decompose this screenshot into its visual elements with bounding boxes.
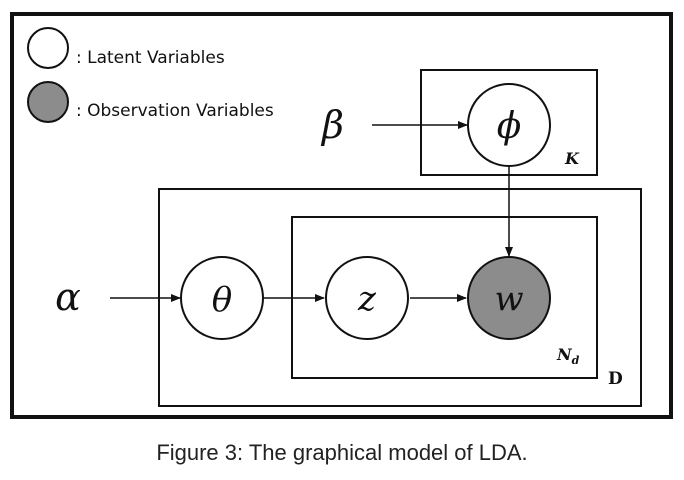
node-z-label: z xyxy=(357,279,377,319)
hyperparam-beta: β xyxy=(320,103,344,147)
node-z xyxy=(325,256,409,340)
plate-d-label: D xyxy=(608,369,623,389)
legend-latent-label: : Latent Variables xyxy=(76,48,225,68)
legend-observed-circle xyxy=(27,81,69,123)
node-theta xyxy=(180,256,264,340)
node-theta-label: θ xyxy=(212,280,232,320)
node-w-label: w xyxy=(494,279,523,319)
plate-k-label: K xyxy=(564,149,580,168)
node-w xyxy=(467,256,551,340)
node-phi-label: ϕ xyxy=(497,106,522,147)
node-phi xyxy=(467,83,551,167)
plate-nd-label: Nd xyxy=(556,345,580,367)
lda-graphical-model: : Latent Variables : Observation Variabl… xyxy=(10,12,673,419)
figure-caption: Figure 3: The graphical model of LDA. xyxy=(156,440,528,465)
legend-latent-circle xyxy=(27,27,69,69)
outer-frame xyxy=(10,12,673,419)
hyperparam-alpha: α xyxy=(55,275,81,319)
legend-observed-label: : Observation Variables xyxy=(76,101,274,121)
